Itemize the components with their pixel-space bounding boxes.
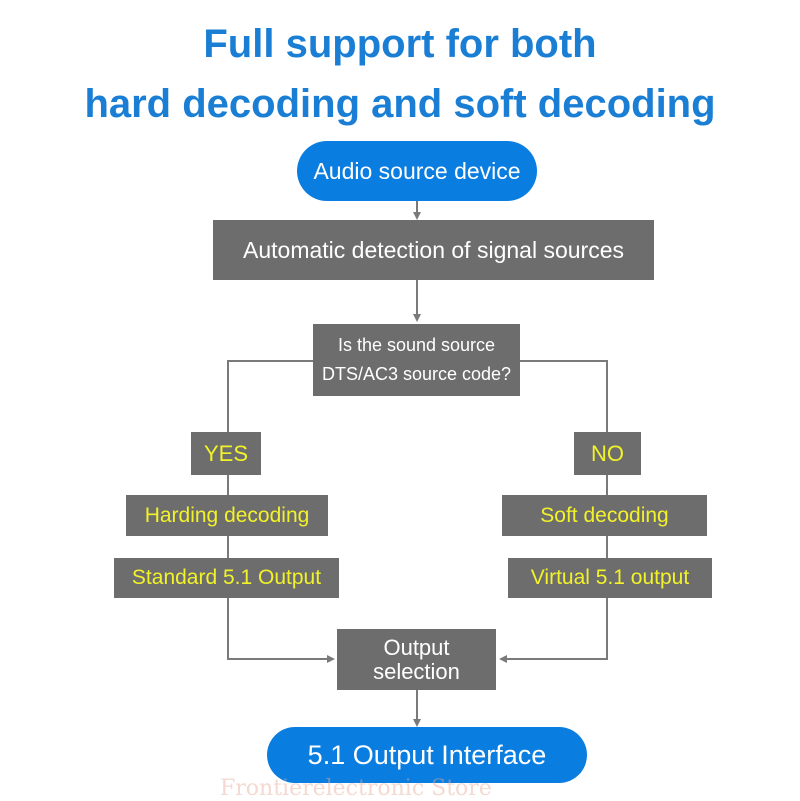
no-label: NO: [591, 440, 624, 466]
output-interface-node: 5.1 Output Interface: [267, 727, 587, 783]
yes-node: YES: [191, 432, 261, 475]
output-selection-node: Output selection: [337, 629, 496, 690]
virtual-output-label: Virtual 5.1 output: [530, 566, 690, 589]
title-line-1: Full support for both: [203, 22, 597, 66]
standard-output-node: Standard 5.1 Output: [114, 558, 339, 598]
audio-source-device-node: Audio source device: [297, 141, 537, 201]
arrow-standard-to-selection: [227, 598, 335, 663]
output-selection-label-line-1: Output: [383, 634, 450, 660]
arrow-virtual-to-selection: [499, 598, 608, 663]
hard-decoding-node: Harding decoding: [126, 495, 328, 536]
yes-label: YES: [203, 440, 249, 466]
automatic-detection-node: Automatic detection of signal sources: [213, 220, 654, 280]
output-interface-label: 5.1 Output Interface: [307, 739, 547, 770]
hard-decoding-label: Harding decoding: [144, 503, 310, 527]
decision-label-line-1: Is the sound source: [337, 335, 496, 355]
virtual-output-node: Virtual 5.1 output: [508, 558, 712, 598]
soft-decoding-label: Soft decoding: [540, 503, 669, 527]
automatic-detection-label: Automatic detection of signal sources: [243, 236, 624, 263]
soft-decoding-node: Soft decoding: [502, 495, 707, 536]
store-watermark: Frontierelectronic Store: [220, 776, 492, 801]
no-node: NO: [574, 432, 641, 475]
decision-node: Is the sound source DTS/AC3 source code?: [313, 324, 520, 396]
line-question-to-no: [520, 360, 608, 432]
decision-label-line-2: DTS/AC3 source code?: [321, 364, 512, 384]
title-line-2: hard decoding and soft decoding: [84, 82, 716, 126]
output-selection-label-line-2: selection: [373, 658, 460, 684]
line-question-to-yes: [227, 360, 313, 432]
audio-source-device-label: Audio source device: [313, 157, 521, 184]
standard-output-label: Standard 5.1 Output: [131, 566, 322, 589]
